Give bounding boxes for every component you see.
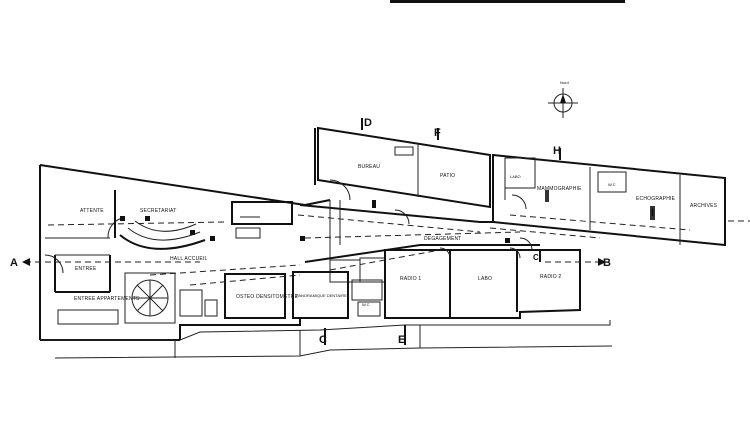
section-label-f: F xyxy=(434,127,441,139)
section-label-h: H xyxy=(553,145,561,157)
room-label-archives: ARCHIVES xyxy=(690,203,718,209)
east-block xyxy=(492,153,726,247)
north-arrow-icon: Nord xyxy=(548,80,578,118)
room-label-hall: HALL ACCUEIL xyxy=(170,256,208,262)
section-label-i: I xyxy=(651,207,654,219)
section-label-a: A xyxy=(10,257,18,269)
section-label-c-bottom: C xyxy=(319,334,327,346)
street-boundary xyxy=(40,320,613,359)
north-label: Nord xyxy=(560,80,569,85)
room-label-entree: ENTREE xyxy=(75,266,97,272)
section-label-d: D xyxy=(364,117,372,129)
room-label-mammographie: MAMMOGRAPHIE xyxy=(537,186,582,192)
room-label-echographie: ECHOGRAPHIE xyxy=(636,196,676,202)
section-label-c-mid: C xyxy=(533,253,539,262)
room-label-radio1: RADIO 1 xyxy=(400,276,421,282)
columns xyxy=(120,200,510,243)
central-corridor xyxy=(299,200,540,283)
room-label-patio: PATIO xyxy=(440,173,455,179)
section-line-ce xyxy=(324,250,541,345)
room-label-radio2: RADIO 2 xyxy=(540,274,561,280)
southeast-block xyxy=(292,247,581,319)
room-label-attente: ATTENTE xyxy=(80,208,104,214)
room-label-degagement: DEGAGEMENT xyxy=(424,236,462,242)
room-label-panoramique: PANORAMIQUE DENTAIRE xyxy=(296,293,347,298)
west-wing xyxy=(39,164,331,341)
room-label-labo: LABO xyxy=(478,276,492,282)
section-line-ab xyxy=(22,258,606,266)
room-label-secretariat: SECRETARIAT xyxy=(140,208,176,214)
section-label-b: B xyxy=(603,257,611,269)
section-label-e: E xyxy=(398,334,405,346)
room-label-osteo: OSTEO DENSITOMETRE xyxy=(236,294,299,300)
beams-west xyxy=(47,221,301,286)
north-block xyxy=(314,126,491,209)
top-border xyxy=(390,0,625,3)
room-label-wc-radio: W.C xyxy=(362,302,370,307)
room-label-entree-appartements: ENTREE APPARTEMENTS xyxy=(74,296,140,302)
room-label-labo-small: LABO xyxy=(510,174,521,179)
beams-east xyxy=(489,214,691,239)
room-label-wc-mammo: W.C xyxy=(608,182,616,187)
room-label-bureau: BUREAU xyxy=(358,164,380,170)
